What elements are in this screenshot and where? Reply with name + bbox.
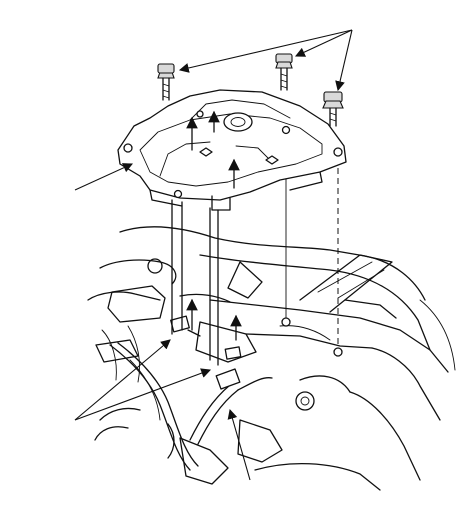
- callout-harness: [227, 408, 251, 481]
- callout-bracket: [74, 163, 134, 191]
- callout-vertical-arrows: [186, 298, 242, 341]
- mounting-bolt: [157, 63, 175, 101]
- callout-bolts: [178, 29, 353, 92]
- engine-assembly: [87, 226, 456, 491]
- mounting-bolt: [322, 91, 344, 127]
- mounting-bolt: [275, 53, 293, 91]
- alignment-lines: [171, 159, 343, 366]
- callout-connectors: [74, 339, 212, 421]
- bracket-plate: [117, 89, 347, 211]
